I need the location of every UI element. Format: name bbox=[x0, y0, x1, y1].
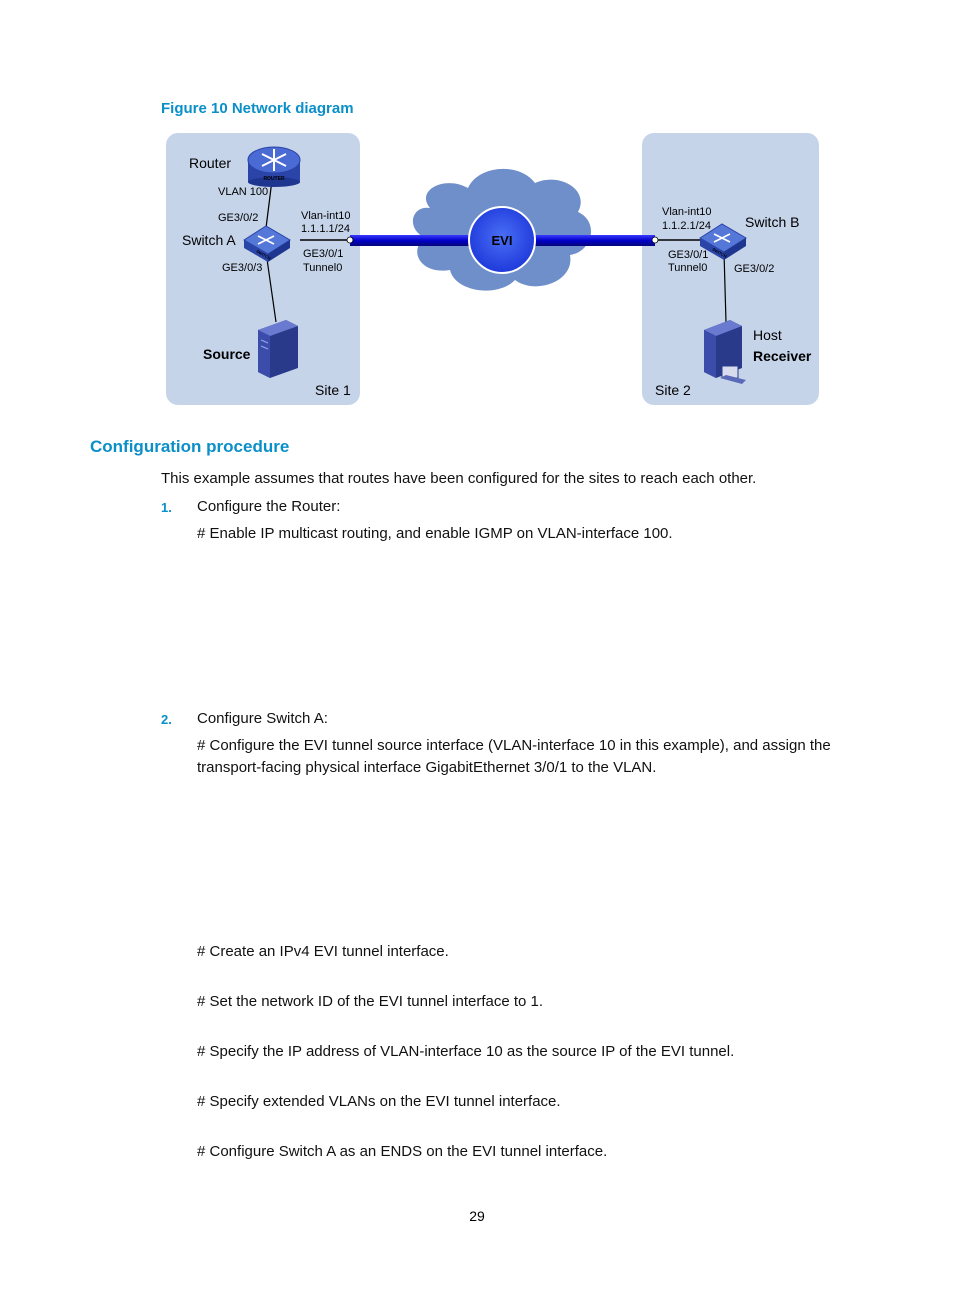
step-2-title: Configure Switch A: bbox=[197, 710, 328, 727]
router-label: Router bbox=[189, 155, 231, 171]
step-2-note: # Configure the EVI tunnel source interf… bbox=[197, 737, 831, 754]
site1-panel bbox=[166, 133, 360, 405]
site2-label: Site 2 bbox=[655, 382, 691, 398]
router-icon: ROUTER bbox=[247, 146, 301, 187]
source-label: Source bbox=[203, 346, 251, 362]
step-1-number: 1. bbox=[161, 500, 172, 515]
step-2-note: # Create an IPv4 EVI tunnel interface. bbox=[197, 943, 449, 960]
ip-label-b: 1.1.2.1/24 bbox=[662, 220, 711, 232]
host-pc-icon bbox=[704, 320, 746, 384]
host-label: Host bbox=[753, 327, 782, 343]
step-2-note: # Configure Switch A as an ENDS on the E… bbox=[197, 1143, 608, 1160]
step-2-note: # Set the network ID of the EVI tunnel i… bbox=[197, 993, 544, 1010]
source-server-icon bbox=[258, 320, 298, 378]
switch-b-label: Switch B bbox=[745, 214, 799, 230]
vlan-int10-label-a: Vlan-int10 bbox=[301, 210, 351, 222]
page-number: 29 bbox=[469, 1208, 485, 1224]
section-heading: Configuration procedure bbox=[90, 437, 290, 456]
port-dot-right bbox=[651, 236, 659, 244]
evi-node bbox=[468, 206, 536, 274]
intro-paragraph: This example assumes that routes have be… bbox=[161, 470, 757, 487]
evi-label: EVI bbox=[492, 233, 513, 248]
network-diagram: EVI ROUTER SWITCH SWITCH bbox=[166, 133, 819, 405]
step-1-note: # Enable IP multicast routing, and enabl… bbox=[197, 525, 673, 542]
svg-text:ROUTER: ROUTER bbox=[263, 176, 285, 182]
tunnel0-label-b: Tunnel0 bbox=[668, 262, 707, 274]
site2-panel bbox=[642, 133, 819, 405]
link-switchB-host bbox=[723, 251, 727, 323]
step-2-note: # Specify extended VLANs on the EVI tunn… bbox=[197, 1093, 561, 1110]
ge302-label-a: GE3/0/2 bbox=[218, 212, 258, 224]
link-router-switchA bbox=[265, 179, 273, 229]
tunnel0-label-a: Tunnel0 bbox=[303, 262, 342, 274]
port-dot-left bbox=[346, 236, 354, 244]
ge301-label-b: GE3/0/1 bbox=[668, 249, 708, 261]
ip-label-a: 1.1.1.1/24 bbox=[301, 223, 350, 235]
link-switchA-source bbox=[265, 251, 277, 323]
vlan-int10-label-b: Vlan-int10 bbox=[662, 206, 712, 218]
site1-label: Site 1 bbox=[315, 382, 351, 398]
figure-caption: Figure 10 Network diagram bbox=[161, 100, 354, 117]
receiver-label: Receiver bbox=[753, 348, 812, 364]
step-2-number: 2. bbox=[161, 712, 172, 727]
step-1-title: Configure the Router: bbox=[197, 498, 341, 515]
switch-b-icon: SWITCH bbox=[699, 223, 747, 260]
ge302-label-b: GE3/0/2 bbox=[734, 263, 774, 275]
ge303-label-a: GE3/0/3 bbox=[222, 262, 262, 274]
switch-a-icon: SWITCH bbox=[243, 225, 291, 262]
ge301-label-a: GE3/0/1 bbox=[303, 248, 343, 260]
link-right bbox=[535, 235, 655, 246]
step-2-note: # Specify the IP address of VLAN-interfa… bbox=[197, 1043, 735, 1060]
vlan100-label: VLAN 100 bbox=[218, 186, 268, 198]
switch-a-label: Switch A bbox=[182, 232, 236, 248]
link-left bbox=[350, 235, 470, 246]
step-2-note: transport-facing physical interface Giga… bbox=[197, 759, 657, 776]
